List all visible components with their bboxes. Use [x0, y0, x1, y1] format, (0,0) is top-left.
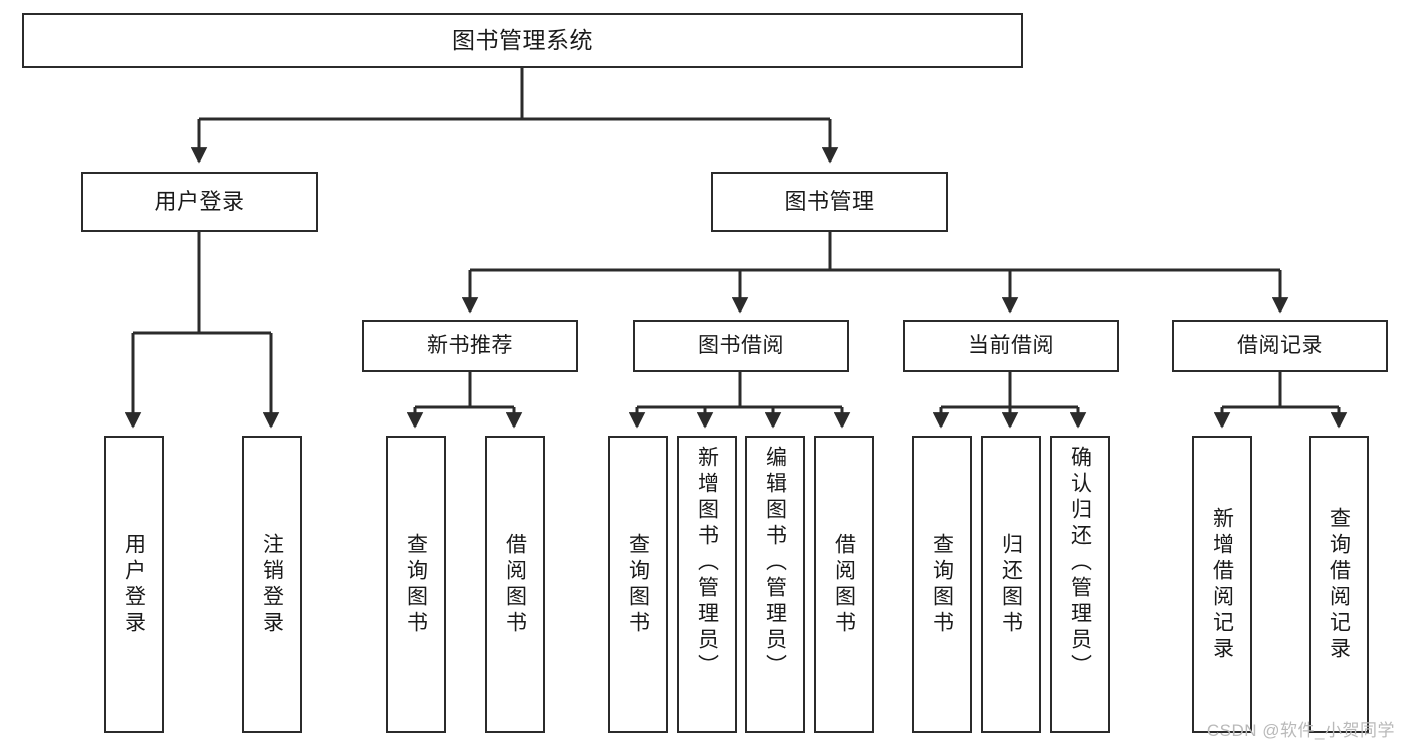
leaf-borrow-query-book[interactable]: 查询图书	[608, 436, 668, 733]
leaf-text-wrap: 注销登录	[244, 438, 300, 731]
watermark-text: CSDN @软件_小贺同学	[1206, 721, 1395, 740]
leaf-text-wrap: 查询图书	[388, 438, 444, 731]
node-label: 查询借阅记录	[1327, 506, 1351, 663]
leaf-text-wrap: 归还图书	[983, 438, 1039, 731]
leaf-new-book-borrow[interactable]: 借阅图书	[485, 436, 545, 733]
leaf-borrow-borrow-book[interactable]: 借阅图书	[814, 436, 874, 733]
leaf-record-add-record[interactable]: 新增借阅记录	[1192, 436, 1252, 733]
leaf-text-wrap: 查询图书	[914, 438, 970, 731]
node-borrow-record[interactable]: 借阅记录	[1172, 320, 1388, 372]
leaf-text-wrap: 确认归还（管理员）	[1052, 438, 1108, 739]
node-label: 借阅图书	[503, 532, 527, 637]
node-label: 图书管理系统	[452, 26, 593, 53]
node-label: 查询图书	[930, 532, 954, 637]
node-book-borrow[interactable]: 图书借阅	[633, 320, 849, 372]
node-user-login[interactable]: 用户登录	[81, 172, 318, 232]
leaf-current-query-book[interactable]: 查询图书	[912, 436, 972, 733]
node-label: 图书借阅	[698, 334, 784, 358]
node-label: 当前借阅	[968, 334, 1054, 358]
leaf-text-wrap: 用户登录	[106, 438, 162, 731]
node-label: 借阅图书	[832, 532, 856, 637]
node-label: 新增图书（管理员）	[695, 446, 719, 680]
leaf-text-wrap: 新增图书（管理员）	[679, 438, 735, 739]
node-label: 查询图书	[404, 532, 428, 637]
leaf-text-wrap: 借阅图书	[816, 438, 872, 731]
leaf-text-wrap: 借阅图书	[487, 438, 543, 731]
node-label: 借阅记录	[1237, 334, 1323, 358]
leaf-text-wrap: 编辑图书（管理员）	[747, 438, 803, 739]
node-label: 归还图书	[999, 532, 1023, 637]
node-label: 用户登录	[154, 188, 245, 214]
leaf-new-book-query[interactable]: 查询图书	[386, 436, 446, 733]
node-label: 查询图书	[626, 532, 650, 637]
node-new-book-recommend[interactable]: 新书推荐	[362, 320, 578, 372]
node-label: 新书推荐	[427, 334, 513, 358]
leaf-user-login-logout[interactable]: 注销登录	[242, 436, 302, 733]
leaf-user-login-login[interactable]: 用户登录	[104, 436, 164, 733]
leaf-borrow-add-book-admin[interactable]: 新增图书（管理员）	[677, 436, 737, 733]
leaf-text-wrap: 查询图书	[610, 438, 666, 731]
node-label: 用户登录	[122, 532, 146, 637]
leaf-record-query-record[interactable]: 查询借阅记录	[1309, 436, 1369, 733]
node-current-borrow[interactable]: 当前借阅	[903, 320, 1119, 372]
node-book-management[interactable]: 图书管理	[711, 172, 948, 232]
node-label: 编辑图书（管理员）	[763, 446, 787, 680]
leaf-current-return-book[interactable]: 归还图书	[981, 436, 1041, 733]
node-label: 图书管理	[784, 188, 875, 214]
node-label: 注销登录	[260, 532, 284, 637]
node-root-system[interactable]: 图书管理系统	[22, 13, 1023, 68]
leaf-borrow-edit-book-admin[interactable]: 编辑图书（管理员）	[745, 436, 805, 733]
node-label: 新增借阅记录	[1210, 506, 1234, 663]
leaf-text-wrap: 查询借阅记录	[1311, 438, 1367, 731]
node-label: 确认归还（管理员）	[1068, 446, 1092, 680]
leaf-current-confirm-return-admin[interactable]: 确认归还（管理员）	[1050, 436, 1110, 733]
leaf-text-wrap: 新增借阅记录	[1194, 438, 1250, 731]
